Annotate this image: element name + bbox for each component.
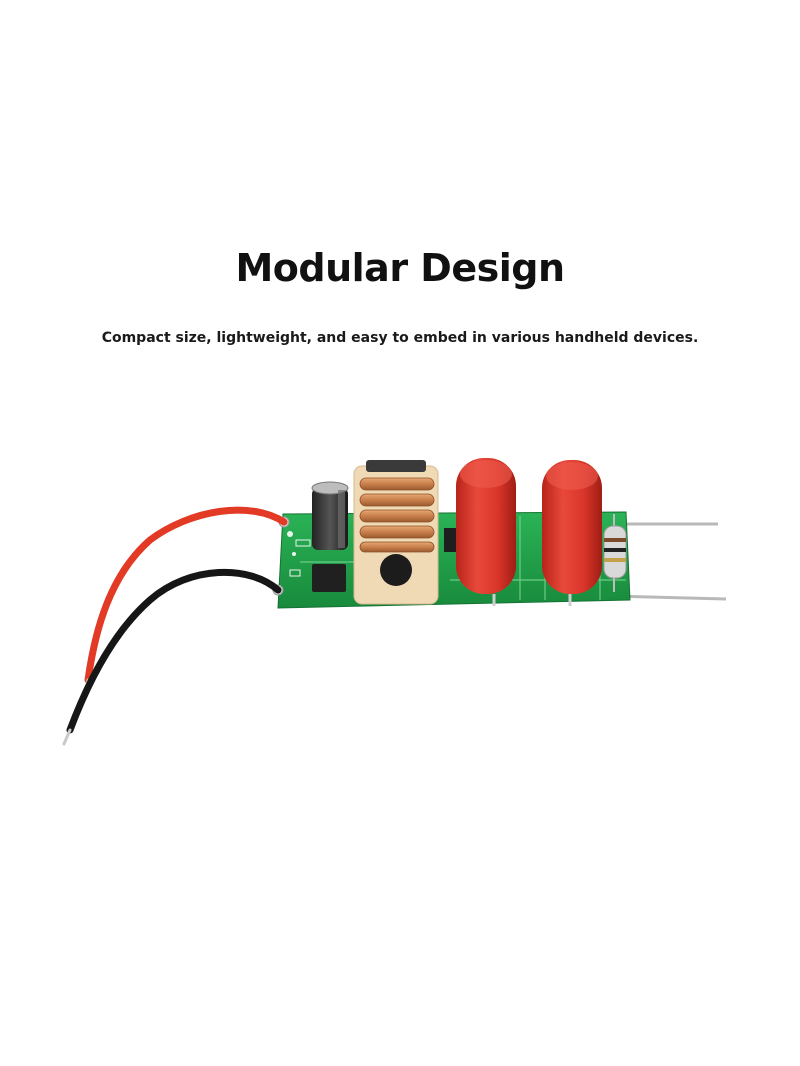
black-wire: [66, 568, 282, 734]
electrolytic-capacitor: [311, 481, 349, 550]
black-wire-tip: [62, 728, 72, 746]
film-capacitor-2: [542, 460, 602, 606]
resistor: [603, 514, 627, 592]
film-capacitor-1: [456, 458, 516, 606]
page-subtitle: Compact size, lightweight, and easy to e…: [101, 330, 699, 346]
pcb-silkscreen: [287, 531, 311, 577]
transformer-coil: [353, 460, 439, 605]
smd-diode: [444, 528, 456, 552]
smd-transistor: [312, 564, 346, 592]
red-wire: [84, 506, 288, 684]
page-title: Modular Design: [235, 246, 565, 290]
product-photo: [62, 458, 727, 746]
